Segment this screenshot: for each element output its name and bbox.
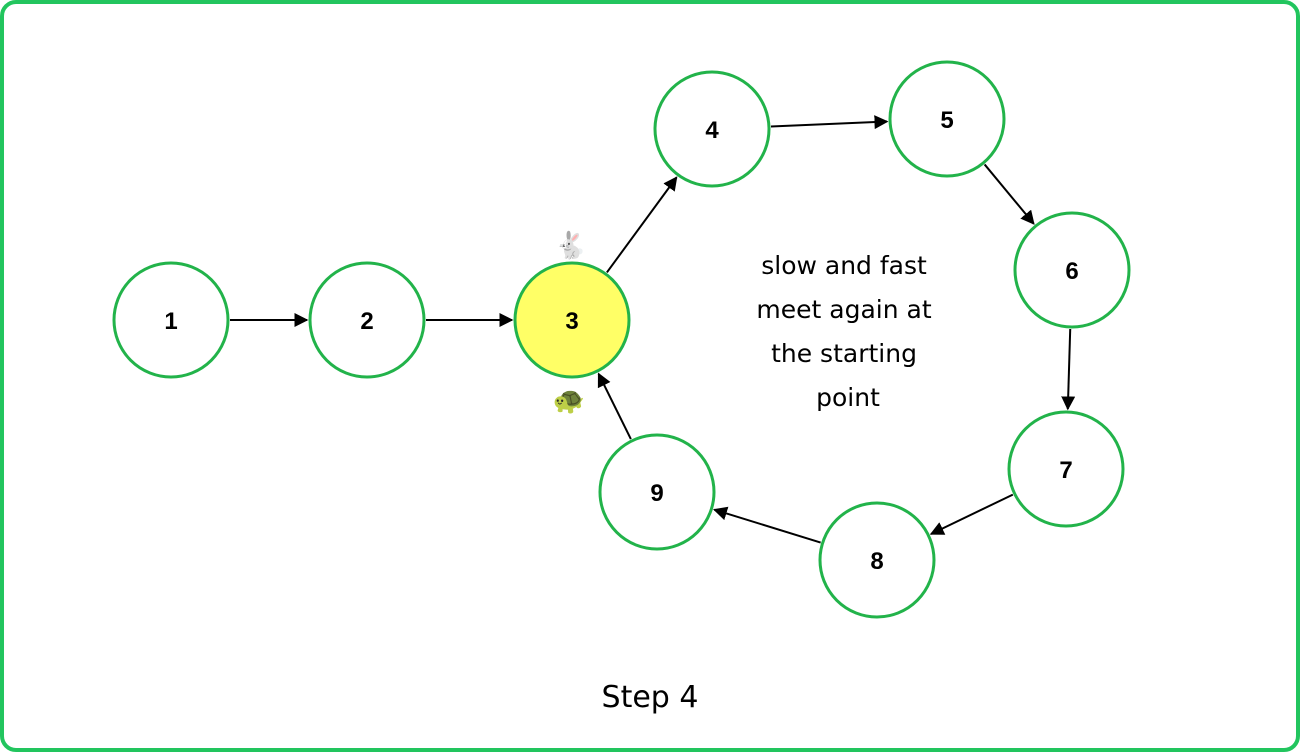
node-circle <box>653 70 771 188</box>
turtle-icon: 🐢 <box>553 386 585 416</box>
node-label: 7 <box>1059 457 1072 484</box>
slow-pointer-marker: 🐢 <box>553 386 585 416</box>
edge-arrow-3-to-4 <box>606 176 678 274</box>
node-circle <box>818 501 936 619</box>
fast-pointer-marker: 🐇 <box>555 230 587 261</box>
node-label: 6 <box>1065 258 1078 285</box>
node-label: 5 <box>940 107 953 134</box>
edge-arrow-7-to-8 <box>929 493 1014 535</box>
list-node-3: 3 <box>513 261 631 379</box>
edge-arrow-5-to-6 <box>983 163 1035 225</box>
node-label: 3 <box>565 308 578 335</box>
edge-arrow-6-to-7 <box>1061 328 1076 411</box>
node-circle <box>1013 211 1131 329</box>
list-node-2: 2 <box>308 261 426 379</box>
meeting-note-line: slow and fast <box>761 251 927 280</box>
edges-layer <box>230 115 1076 544</box>
rabbit-icon: 🐇 <box>555 230 587 261</box>
node-circle <box>598 433 716 551</box>
node-label: 2 <box>360 308 373 335</box>
node-circle <box>888 60 1006 178</box>
node-circle <box>1007 410 1125 528</box>
edge-arrow-8-to-9 <box>712 506 821 544</box>
node-label: 1 <box>164 308 177 335</box>
edge-arrow-9-to-3 <box>597 372 632 440</box>
node-label: 4 <box>705 117 719 144</box>
meeting-note-line: point <box>816 383 880 412</box>
node-label: 9 <box>650 480 663 507</box>
list-node-4: 4 <box>653 70 771 188</box>
edge-arrow-4-to-5 <box>770 115 889 130</box>
list-node-7: 7 <box>1007 410 1125 528</box>
step-caption: Step 4 <box>602 680 699 715</box>
meeting-note: slow and fast meet again at the starting… <box>756 251 939 412</box>
node-circle <box>112 261 230 379</box>
meeting-note-line: the starting <box>771 339 917 368</box>
list-node-6: 6 <box>1013 211 1131 329</box>
list-node-8: 8 <box>818 501 936 619</box>
node-circle <box>308 261 426 379</box>
node-label: 8 <box>870 548 883 575</box>
list-node-5: 5 <box>888 60 1006 178</box>
node-circle <box>513 261 631 379</box>
nodes-layer: 1 2 3 4 5 6 7 8 9 <box>112 60 1131 619</box>
meeting-note-line: meet again at <box>756 295 931 324</box>
list-node-1: 1 <box>112 261 230 379</box>
list-node-9: 9 <box>598 433 716 551</box>
